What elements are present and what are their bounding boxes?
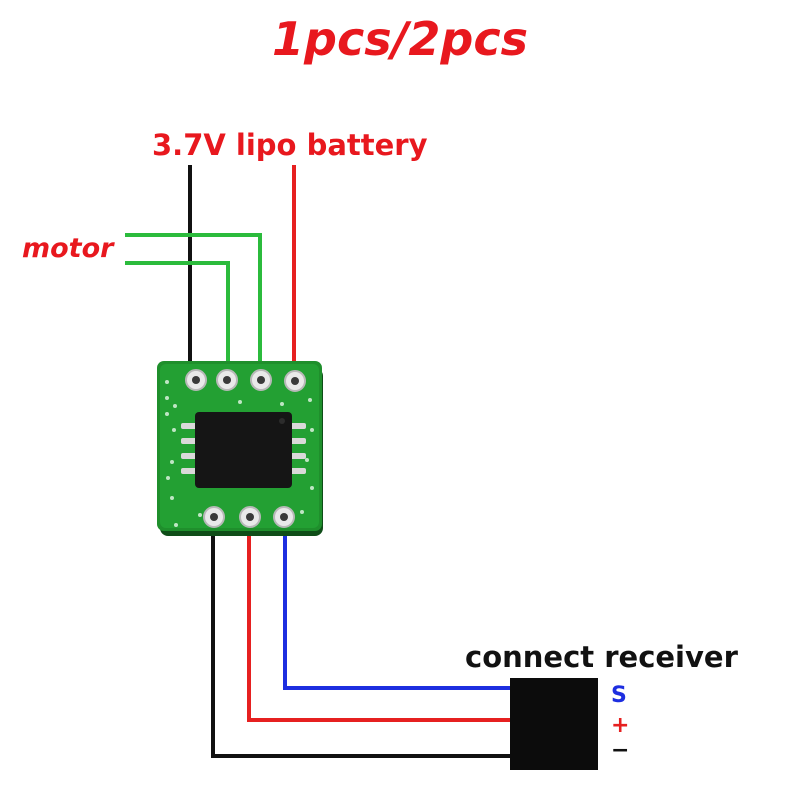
receiver-negative-wire bbox=[211, 518, 512, 758]
motor-wire-2 bbox=[125, 261, 230, 378]
motor-label: motor bbox=[22, 233, 114, 264]
esc-board bbox=[157, 361, 323, 536]
signal-pin-label: S bbox=[611, 683, 627, 708]
page-title: 1pcs/2pcs bbox=[272, 12, 528, 66]
negative-pin-label: − bbox=[611, 738, 630, 763]
receiver-connector bbox=[510, 678, 598, 770]
bottom-solder-pads bbox=[203, 506, 295, 528]
top-solder-pads bbox=[185, 369, 306, 392]
receiver-label: connect receiver bbox=[465, 640, 738, 674]
driver-chip bbox=[195, 412, 292, 488]
motor-wire-1 bbox=[125, 233, 262, 378]
receiver-positive-wire bbox=[247, 518, 512, 722]
battery-label: 3.7V lipo battery bbox=[152, 128, 428, 162]
positive-pin-label: + bbox=[611, 713, 630, 738]
receiver-signal-wire bbox=[283, 518, 512, 690]
